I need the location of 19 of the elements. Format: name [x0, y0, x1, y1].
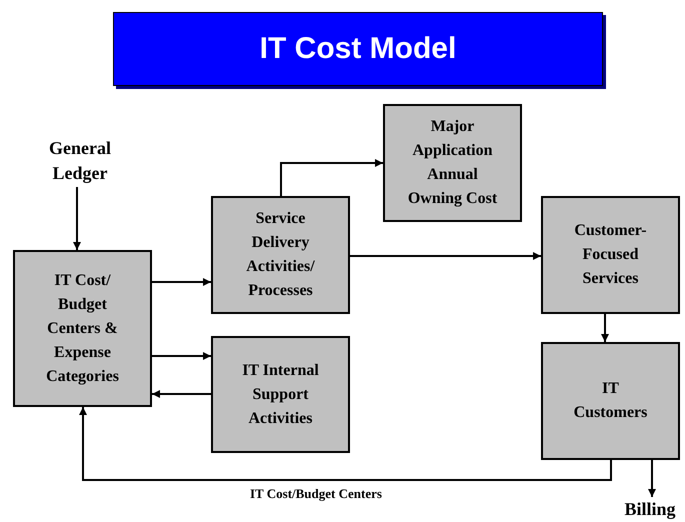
- arrow: [73, 187, 81, 250]
- process-box: Customer-Focused Services: [541, 196, 680, 314]
- process-box: IT Internal Support Activities: [211, 336, 350, 453]
- arrow: [152, 352, 211, 360]
- arrow: [601, 314, 609, 342]
- source-label: General Ledger: [48, 137, 112, 185]
- arrow: [152, 278, 211, 286]
- arrow: [79, 407, 612, 481]
- title-banner: IT Cost Model: [113, 12, 603, 86]
- source-label: Billing: [624, 498, 676, 521]
- process-box: IT Cost/ Budget Centers & Expense Categories: [13, 250, 152, 407]
- arrow: [648, 460, 656, 497]
- arrow: [350, 252, 541, 260]
- process-box: IT Customers: [541, 342, 680, 460]
- process-box: Service Delivery Activities/ Processes: [211, 196, 350, 314]
- arrow: [280, 159, 383, 196]
- process-box: Major Application Annual Owning Cost: [383, 104, 522, 222]
- arrow: [152, 390, 211, 398]
- edge-label: IT Cost/Budget Centers: [250, 486, 382, 502]
